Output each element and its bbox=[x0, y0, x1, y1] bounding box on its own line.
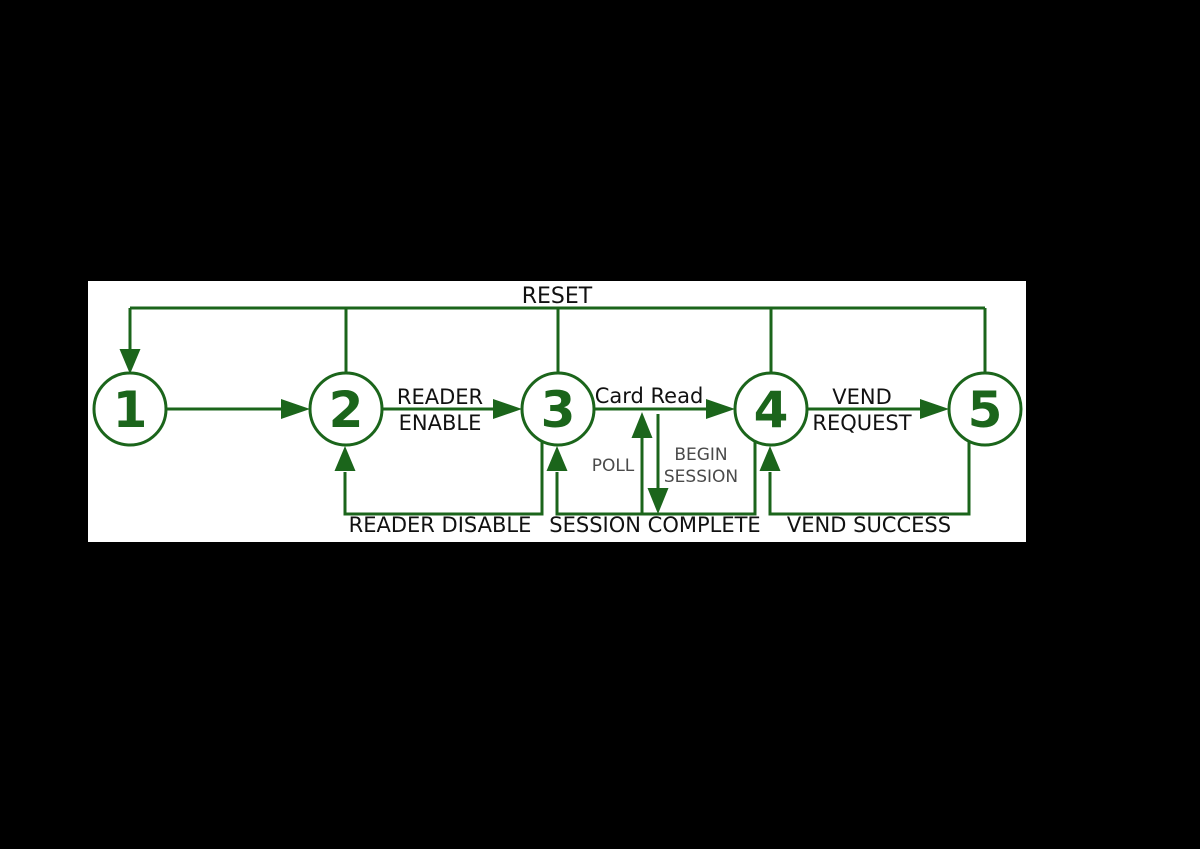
arrowhead-3-4-icon bbox=[706, 399, 735, 419]
label-poll: POLL bbox=[592, 456, 635, 476]
loop-line-vend-success bbox=[768, 436, 971, 516]
label-begin-session-line1: BEGIN bbox=[674, 445, 727, 465]
arrowhead-into-state2-icon bbox=[334, 446, 356, 471]
label-card-read: Card Read bbox=[595, 384, 704, 408]
label-vend-request-line1: VEND bbox=[832, 385, 892, 409]
label-begin-session-line2: SESSION bbox=[664, 467, 738, 487]
transition-begin-session bbox=[647, 414, 669, 514]
state-label-4: 4 bbox=[754, 381, 789, 439]
state-label-2: 2 bbox=[329, 381, 364, 439]
arrowhead-into-state4-icon bbox=[759, 446, 781, 471]
arrowhead-2-3-icon bbox=[493, 399, 522, 419]
label-reader-disable: READER DISABLE bbox=[349, 513, 532, 537]
label-reader-enable-line1: READER bbox=[397, 385, 483, 409]
label-session-complete: SESSION COMPLETE bbox=[549, 513, 760, 537]
arrowhead-begin-session-down-icon bbox=[647, 488, 669, 514]
label-reset: RESET bbox=[522, 284, 593, 309]
arrowhead-into-state1-icon bbox=[119, 349, 141, 374]
loop-line-session-complete bbox=[555, 436, 757, 516]
transition-4-5-vend-request bbox=[807, 399, 949, 419]
transition-1-2 bbox=[166, 399, 310, 419]
arrowhead-into-state3-icon bbox=[546, 446, 568, 471]
label-reader-enable-line2: ENABLE bbox=[399, 411, 482, 435]
transition-3-2-reader-disable bbox=[334, 436, 544, 516]
arrowhead-4-5-icon bbox=[920, 399, 949, 419]
arrowhead-poll-up-icon bbox=[631, 412, 653, 438]
transition-5-4-vend-success bbox=[759, 436, 971, 516]
state-node-2 bbox=[308, 371, 384, 447]
state-label-1: 1 bbox=[113, 381, 148, 439]
state-label-5: 5 bbox=[968, 381, 1003, 439]
state-node-1 bbox=[92, 371, 168, 447]
transition-3-4-card-read bbox=[594, 399, 735, 419]
label-vend-success: VEND SUCCESS bbox=[787, 513, 951, 537]
transition-reset bbox=[119, 306, 987, 376]
state-node-4 bbox=[733, 371, 809, 447]
state-diagram: 1 2 3 4 5 RESET READER ENABLE Card Read … bbox=[92, 284, 1023, 537]
label-vend-request-line2: REQUEST bbox=[812, 411, 911, 435]
transition-2-3-reader-enable bbox=[382, 399, 522, 419]
state-label-3: 3 bbox=[541, 381, 576, 439]
transition-4-3-session-complete bbox=[546, 436, 757, 516]
state-diagram-panel: 1 2 3 4 5 RESET READER ENABLE Card Read … bbox=[88, 281, 1026, 542]
state-node-3 bbox=[520, 371, 596, 447]
loop-line-reader-disable bbox=[343, 436, 544, 516]
state-node-5 bbox=[947, 371, 1023, 447]
arrowhead-1-2-icon bbox=[281, 399, 310, 419]
transition-poll bbox=[631, 412, 653, 514]
